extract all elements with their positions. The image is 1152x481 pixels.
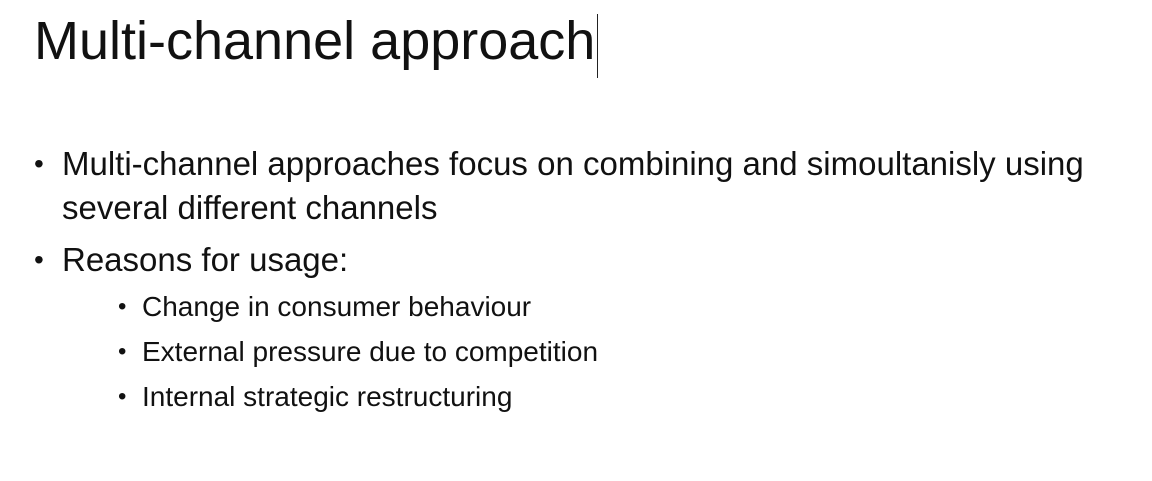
sub-bullet-item: • Change in consumer behaviour — [116, 284, 1142, 329]
sub-bullet-text: Change in consumer behaviour — [142, 291, 532, 322]
slide-title[interactable]: Multi-channel approach — [34, 11, 596, 71]
sub-bullet-item: • Internal strategic restructuring — [116, 374, 1142, 419]
sub-bullet-text: Internal strategic restructuring — [142, 381, 513, 412]
bullet-text: Multi-channel approaches focus on combin… — [62, 145, 1084, 226]
content-placeholder[interactable]: • Multi-channel approaches focus on comb… — [32, 142, 1142, 427]
bullet-marker: • — [34, 148, 44, 179]
title-placeholder[interactable]: Multi-channel approach — [34, 8, 599, 80]
sub-bullet-item: • External pressure due to competition — [116, 329, 1142, 374]
bullet-marker: • — [34, 244, 44, 275]
bullet-item: • Reasons for usage: • Change in consume… — [32, 238, 1142, 419]
sub-bullet-marker: • — [118, 383, 127, 410]
sub-bullet-marker: • — [118, 338, 127, 365]
sub-bullet-text: External pressure due to competition — [142, 336, 599, 367]
sub-bullet-marker: • — [118, 293, 127, 320]
bullet-text: Reasons for usage: — [62, 241, 349, 278]
sub-bullet-list: • Change in consumer behaviour • Externa… — [62, 284, 1142, 419]
bullet-item: • Multi-channel approaches focus on comb… — [32, 142, 1142, 230]
text-cursor — [597, 14, 599, 78]
